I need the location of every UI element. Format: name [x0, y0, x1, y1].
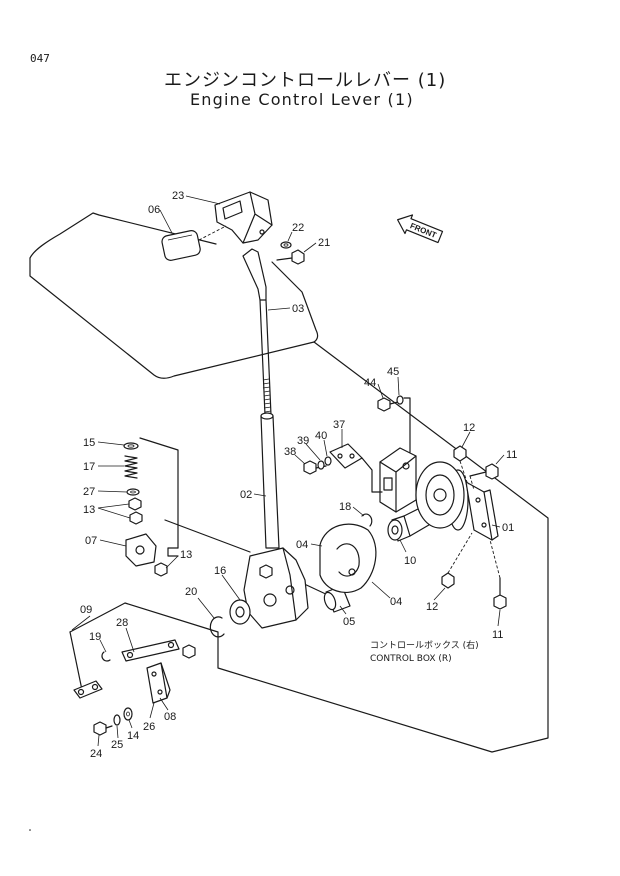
part-label: 39	[297, 435, 309, 447]
clip-19	[101, 651, 111, 662]
plate-01	[465, 481, 499, 541]
bolt-38	[303, 460, 327, 475]
nut-13-b	[129, 511, 143, 525]
assembly-lines-bracket	[361, 397, 411, 493]
part-label: 02	[240, 489, 252, 501]
part-label: 12	[426, 601, 438, 613]
bolt-44	[377, 397, 399, 412]
lever-knob	[214, 191, 273, 244]
plate-26	[146, 662, 168, 704]
part-label: 13	[180, 549, 192, 561]
washer-27	[126, 488, 140, 496]
washer-16	[229, 599, 251, 625]
part-label: 04	[296, 539, 308, 551]
part-label: 28	[116, 617, 128, 629]
nut-13-c	[154, 562, 168, 577]
washer-22	[280, 241, 292, 249]
part-label: 03	[292, 303, 304, 315]
washer-14	[123, 707, 133, 721]
part-label: 20	[185, 586, 197, 598]
washer-40	[324, 456, 332, 466]
part-label: 01	[502, 522, 514, 534]
part-label: 24	[90, 748, 102, 760]
bracket-37	[329, 443, 363, 469]
washer-39	[317, 460, 325, 470]
part-label: 11	[506, 449, 517, 461]
part-label: 07	[85, 535, 97, 547]
assembly-line	[198, 225, 227, 241]
title-japanese: エンジンコントロールレバー (1)	[164, 70, 447, 91]
part-label: 38	[284, 446, 296, 458]
part-number-labels: 23 06 22 21 03 45 44 37 40 39 38 12 11 1…	[80, 190, 517, 760]
lever-base-plate	[243, 547, 309, 629]
disc-04	[319, 523, 377, 593]
part-label: 17	[83, 461, 95, 473]
nut-12-lower	[441, 572, 455, 589]
seat-panel	[29, 212, 319, 379]
lever-rod	[242, 248, 272, 416]
mount-bracket	[379, 447, 417, 513]
part-label: 27	[83, 486, 95, 498]
part-label: 04	[390, 596, 402, 608]
part-label: 16	[214, 565, 226, 577]
part-label: 26	[143, 721, 155, 733]
nut-13-a	[128, 497, 142, 511]
plate-08	[160, 662, 171, 699]
lever-tube	[260, 412, 280, 549]
bolt-24	[93, 721, 113, 736]
control-box-label-japanese: コントロールボックス (右)	[370, 639, 479, 651]
bolt-11-lower	[493, 577, 507, 610]
link-28	[121, 639, 196, 662]
part-label: 09	[80, 604, 92, 616]
clip-20	[209, 616, 225, 638]
part-label: 45	[387, 366, 399, 378]
part-label: 18	[339, 501, 351, 513]
part-label: 12	[463, 422, 475, 434]
link-09	[69, 631, 103, 699]
title-english: Engine Control Lever (1)	[190, 90, 414, 109]
bolt-11-upper	[469, 463, 499, 480]
front-arrow-icon: FRONT	[397, 214, 444, 244]
part-label: 22	[292, 222, 304, 234]
knob-cap	[161, 230, 201, 261]
bracket-07	[125, 533, 157, 567]
part-label: 15	[83, 437, 95, 449]
part-label: 11	[492, 629, 503, 641]
part-label: 40	[315, 430, 327, 442]
leader-lines	[71, 195, 505, 747]
pin-05	[323, 585, 351, 613]
scan-speck	[29, 829, 31, 831]
washer-15	[123, 442, 139, 450]
part-label: 05	[343, 616, 355, 628]
part-label: 13	[83, 504, 95, 516]
clip-18	[361, 513, 373, 527]
bushing-10	[387, 515, 411, 542]
hub	[415, 461, 469, 531]
bolt-21	[276, 249, 305, 265]
assembly-lines-right	[447, 460, 501, 579]
control-box-label-english: CONTROL BOX (R)	[370, 654, 452, 664]
part-label: 10	[404, 555, 416, 567]
page-number: 047	[30, 52, 50, 65]
part-label: 21	[318, 237, 330, 249]
part-label: 06	[148, 204, 160, 216]
bolt-16	[259, 564, 273, 579]
part-label: 25	[111, 739, 123, 751]
washer-45	[396, 395, 404, 405]
washer-25	[113, 714, 121, 726]
nut-12-upper	[453, 445, 467, 462]
part-label: 14	[127, 730, 139, 742]
part-label: 23	[172, 190, 184, 202]
spring-17	[124, 455, 138, 479]
part-label: 37	[333, 419, 345, 431]
part-label: 08	[164, 711, 176, 723]
part-label: 19	[89, 631, 101, 643]
assembly-lines-left	[139, 437, 179, 557]
part-label: 44	[364, 377, 376, 389]
